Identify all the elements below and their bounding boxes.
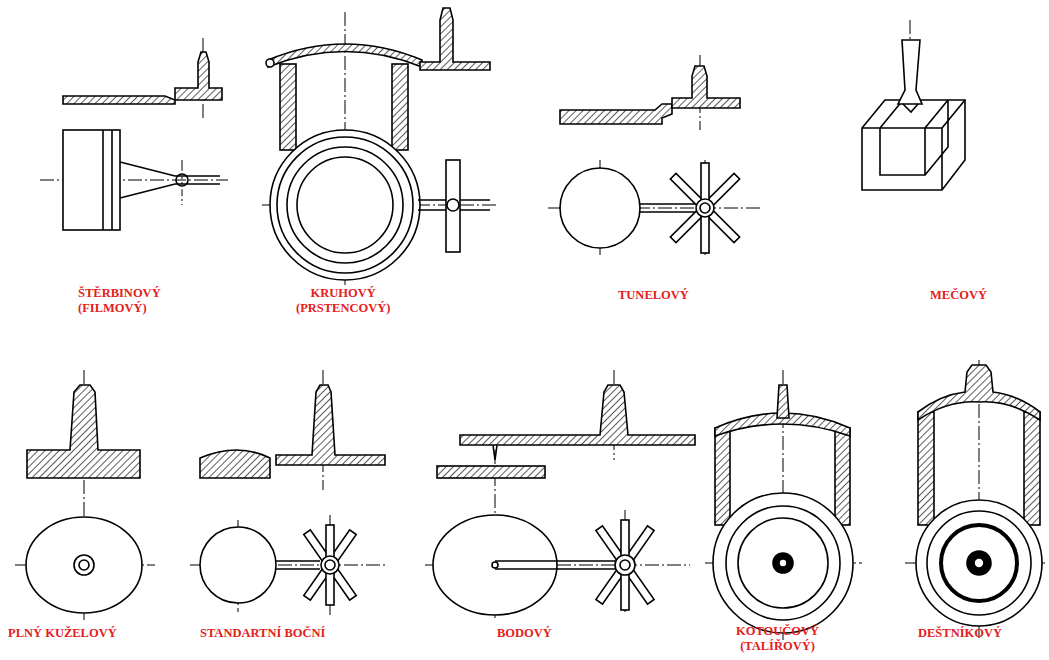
gate-type-label: DEŠTNÍKOVÝ: [918, 626, 1002, 641]
gate-type-label: BODOVÝ: [497, 626, 552, 641]
gate-type-label: MEČOVÝ: [930, 288, 987, 303]
gate-type-label: TUNELOVÝ: [618, 288, 689, 303]
gate-type-label: ŠTĚRBINOVÝ (FILMOVÝ): [78, 286, 161, 316]
gate-type-label: KOTOUČOVÝ (TALÍŘOVÝ): [736, 624, 819, 654]
gate-type-label: KRUHOVÝ (PRSTENCOVÝ): [296, 286, 390, 316]
gate-type-label: STANDARTNÍ BOČNÍ: [200, 626, 325, 641]
gate-type-label: PLNÝ KUŽELOVÝ: [8, 626, 117, 641]
